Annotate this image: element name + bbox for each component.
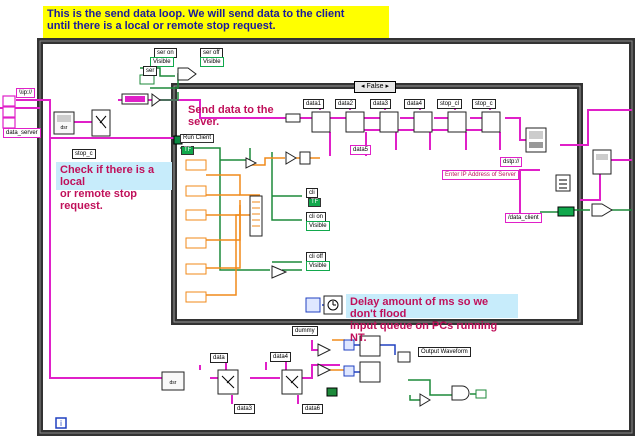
case-selector-value: False [366,83,384,90]
label-data4[interactable]: data4 [404,99,426,109]
stop-or-gate[interactable] [591,203,613,217]
svg-text:dsr: dsr [61,125,68,131]
compare-node[interactable] [271,265,288,279]
control-cluster[interactable] [185,159,207,303]
bundle-chain[interactable] [285,111,501,133]
label-data2[interactable]: data2 [335,99,357,109]
label-run-client[interactable]: Run Client [180,134,215,143]
label-enter-ip[interactable]: Enter IP Address of Server [442,170,519,180]
svg-text:dsr: dsr [170,380,177,386]
label-dstp[interactable]: dstp:// [500,157,523,167]
label-data4-bottom[interactable]: data4 [270,352,292,362]
label-data5[interactable]: data5 [350,145,372,155]
while-loop-frame[interactable] [37,38,635,436]
case-selector-right-arrow[interactable]: ▸ [385,83,390,90]
label-data-bottom[interactable]: data [210,353,228,363]
wait-ms-icon[interactable] [305,295,343,315]
tf-indicator-right[interactable] [557,206,575,217]
top-comment: This is the send data loop. We will send… [43,6,389,38]
bundle-bottom[interactable] [217,369,303,395]
unbundle-left[interactable] [91,109,111,137]
array-node[interactable] [121,93,161,107]
label-run-client-tf[interactable]: TF [181,146,195,155]
tf-indicator-bottom[interactable] [326,387,338,397]
label-ip-prefix[interactable]: \\ip:// [16,88,36,98]
label-ser-on-visible[interactable]: Visible [150,57,174,67]
multiply-bottom[interactable] [317,343,332,377]
iteration-terminal-icon[interactable]: i [55,417,67,429]
label-stop-c[interactable]: stop_c [472,99,496,109]
label-cli-off-visible[interactable]: Visible [306,261,330,271]
waveform-build[interactable] [343,335,411,383]
label-ser[interactable]: ser [143,66,158,76]
datasocket-open-bottom[interactable]: dsr [161,371,185,391]
label-data1[interactable]: data1 [303,99,325,109]
stop-check-line1: Check if there is a local [60,164,155,188]
ser-or-gate[interactable] [177,67,197,81]
case-selector-left-arrow[interactable]: ◂ [360,83,365,90]
right-unbundle[interactable] [592,149,612,175]
build-array-node[interactable] [249,195,263,237]
label-output-waveform[interactable]: Output Waveform [418,347,471,357]
top-comment-line2: until there is a local or remote stop re… [47,20,276,32]
send-data-comment: Send data to the sever. [184,102,288,128]
ser-tf-indicator[interactable] [139,74,155,85]
label-cli-tf[interactable]: TF [308,198,322,207]
and-gate-icon[interactable] [451,385,470,401]
label-data3[interactable]: data3 [370,99,392,109]
write-node[interactable] [525,127,547,153]
label-stop-cl[interactable]: stop_cl [437,99,463,109]
divide-node[interactable] [245,151,311,169]
case-selector-label[interactable]: ◂ False ▸ [354,81,396,93]
svg-text:i: i [60,419,62,428]
stop-check-line2: or remote stop request. [60,188,138,212]
datasocket-open-left[interactable]: dsr [53,111,75,135]
not-gate-icon[interactable] [419,389,487,407]
label-data3-bottom[interactable]: data3 [234,404,256,414]
send-data-comment-text: Send data to the sever. [188,104,274,128]
label-ser-off-visible[interactable]: Visible [200,57,224,67]
wires-orange [206,157,345,371]
label-data-server[interactable]: data_server [3,128,41,138]
stop-check-comment: Check if there is a local or remote stop… [56,162,172,212]
top-comment-line1: This is the send data loop. We will send… [47,8,345,20]
label-data-client[interactable]: /data_client [505,213,542,223]
left-tunnel-stack[interactable] [2,95,16,129]
label-data6-bottom[interactable]: data6 [302,404,324,414]
concat-node[interactable] [555,174,571,192]
label-cli-on-visible[interactable]: Visible [306,221,330,231]
label-stop-c-left[interactable]: stop_c [72,149,96,159]
delay-line1: Delay amount of ms so we don't flood [350,296,489,320]
label-cli[interactable]: cli [306,188,318,198]
delay-line2: input queue on PCs running NT. [350,320,498,344]
label-dummy[interactable]: dummy [292,326,318,336]
delay-comment: Delay amount of ms so we don't flood inp… [346,294,518,344]
